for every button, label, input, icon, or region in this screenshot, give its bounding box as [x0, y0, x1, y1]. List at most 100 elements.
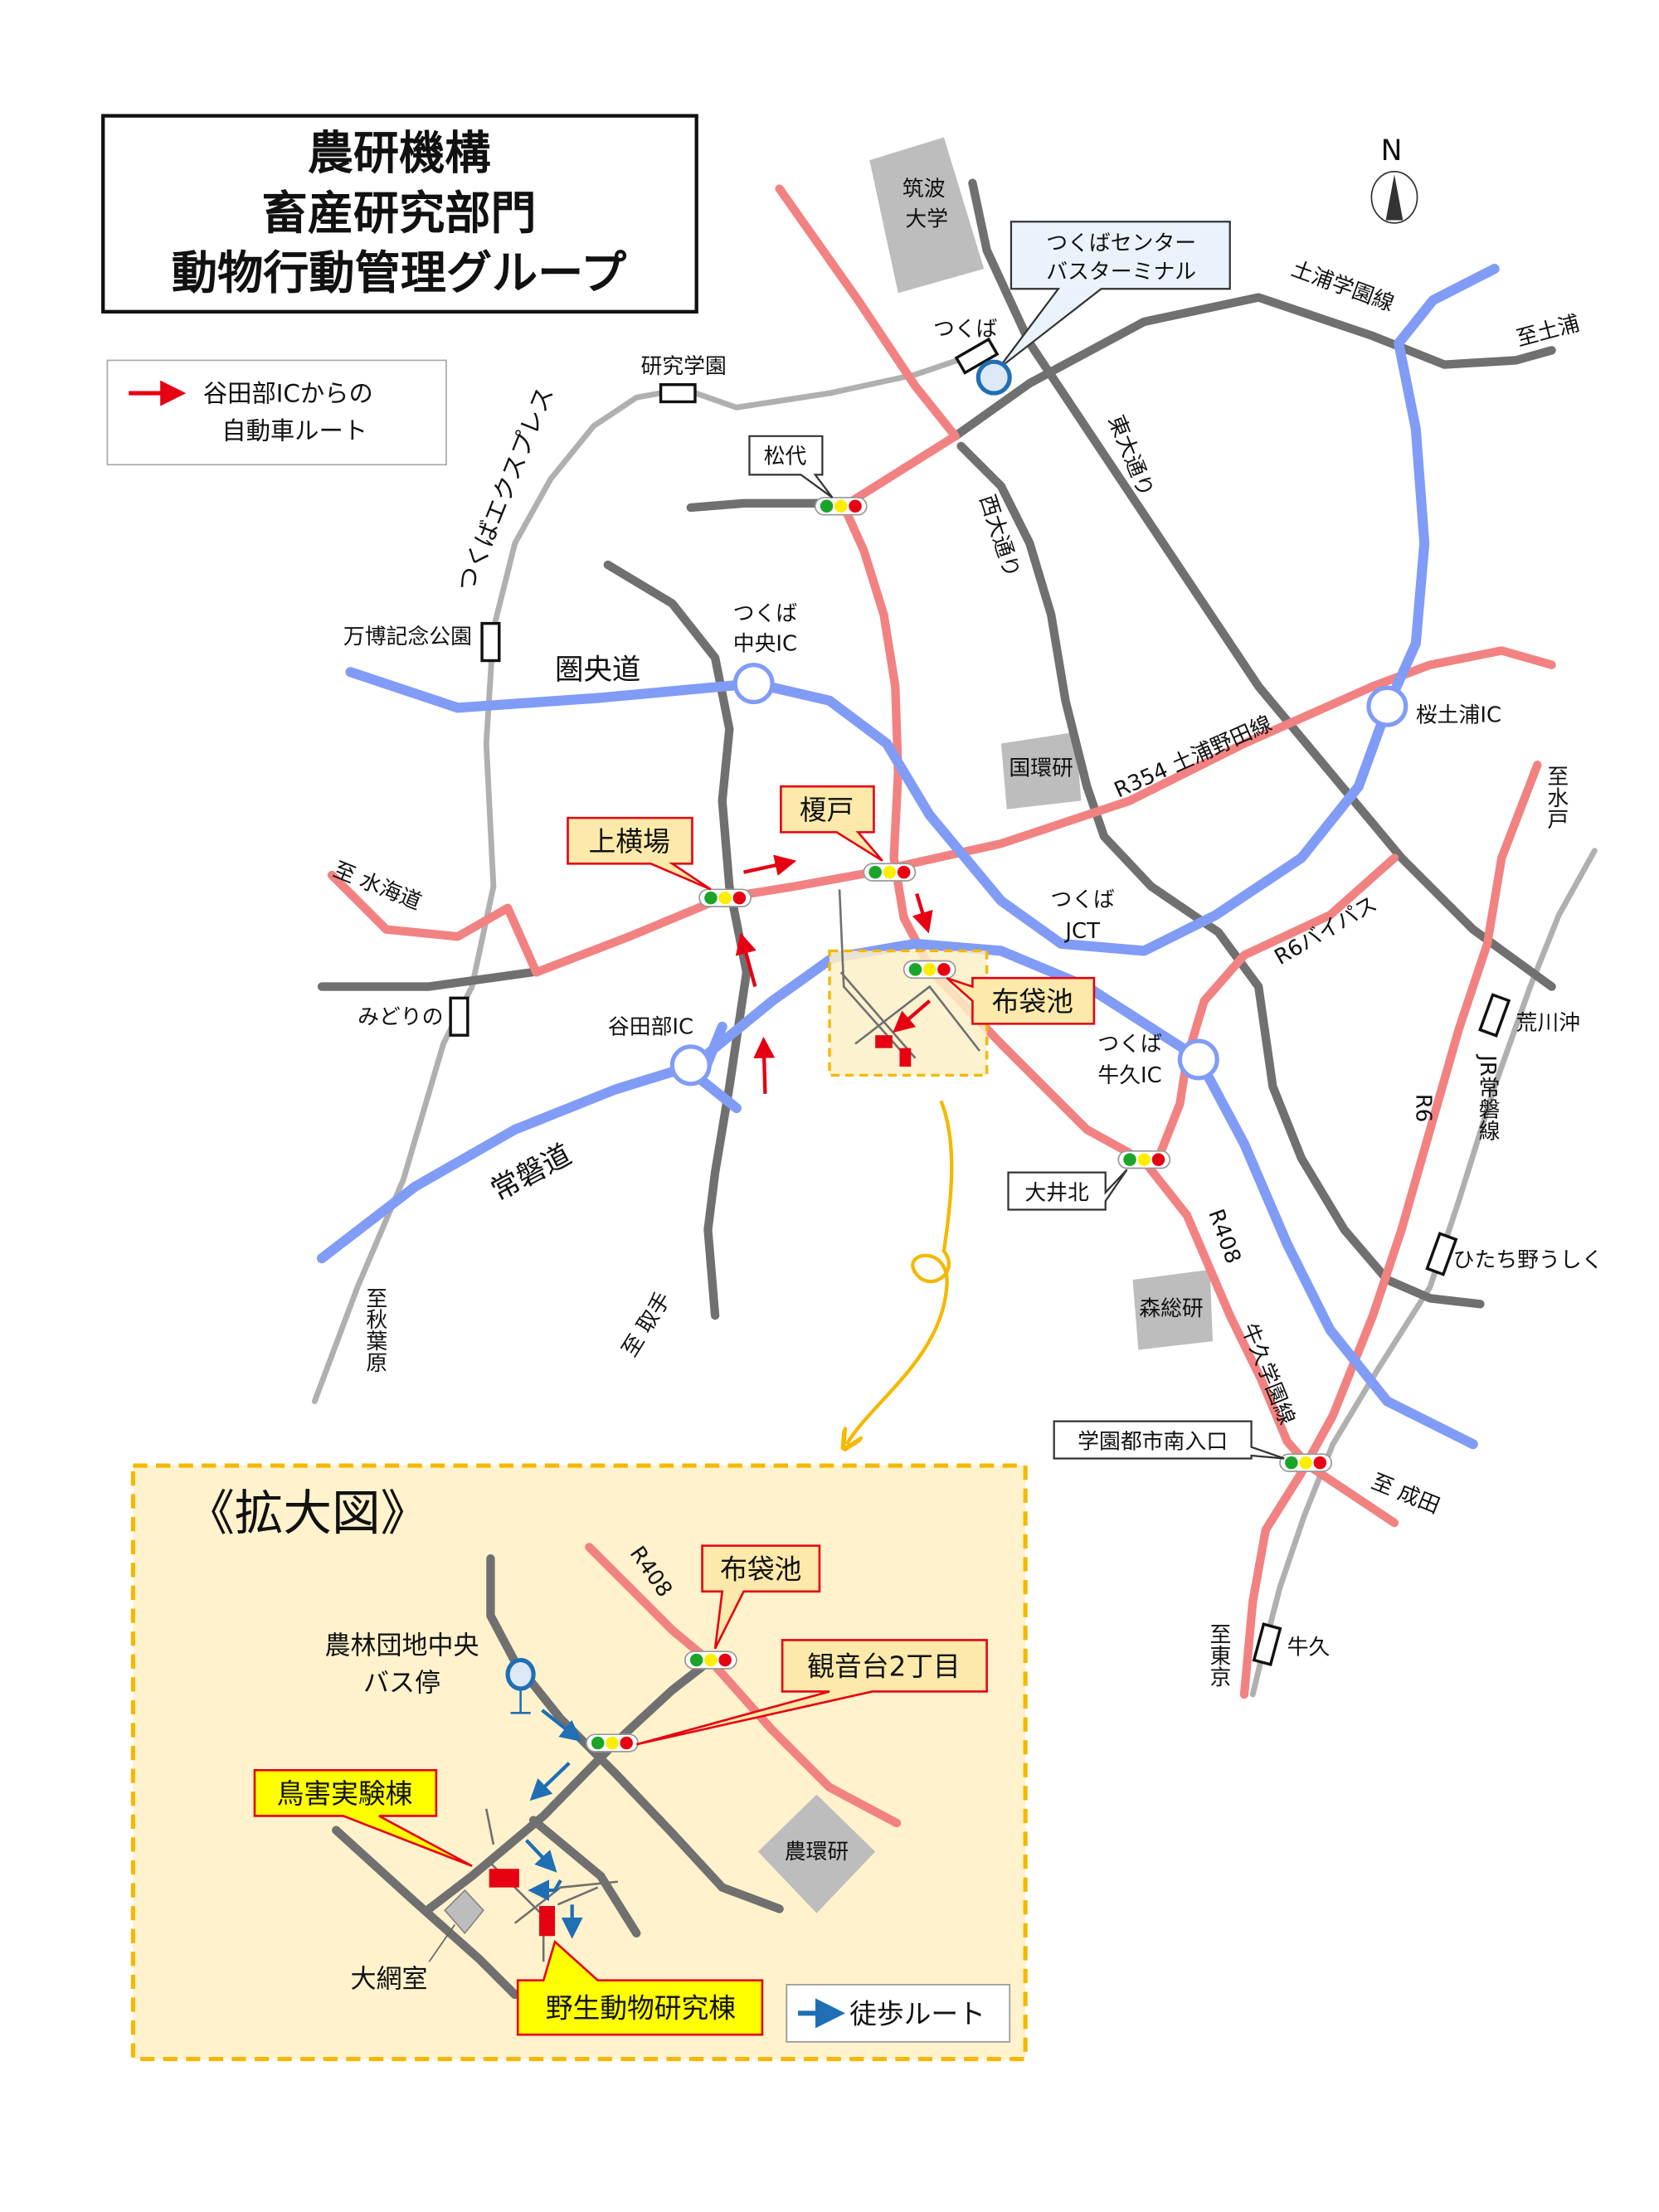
inset-callout-kannondai: 観音台2丁目 — [635, 1639, 988, 1746]
ic-sakura-label: 桜土浦IC — [1416, 703, 1501, 728]
dir-mito: 至水戸 — [1544, 765, 1569, 829]
route-arrow — [753, 1036, 776, 1094]
dir-toride: 至 取手 — [617, 1288, 676, 1362]
north-label: N — [1381, 134, 1403, 168]
kenodo-label: 圏央道 — [555, 654, 640, 687]
jct-label-2: JCT — [1063, 919, 1100, 944]
r6-bypass-road — [1156, 853, 1399, 1155]
r6-road — [1239, 761, 1542, 1699]
walk-legend-label: 徒歩ルート — [849, 1998, 985, 2030]
dir-mitsukaido: 至 水海道 — [329, 858, 425, 916]
station-kenkyu-gakuen: 研究学園 — [640, 354, 727, 404]
route-arrow — [735, 932, 757, 988]
ic-ushiku-label-1: つくば — [1097, 1032, 1162, 1057]
net-room-label: 大網室 — [350, 1964, 427, 1994]
callout-enokido-label: 榎戸 — [800, 795, 854, 826]
station-arakawaoki: 荒川沖 — [1478, 993, 1581, 1038]
signal-hoteiike — [902, 960, 956, 980]
station-tsukuba-label: つくば — [933, 317, 998, 342]
joban-expwy-label: 常磐道 — [485, 1138, 577, 1208]
signal-minami-iriguchi — [1279, 1453, 1332, 1472]
noukanken-block: 農環研 — [757, 1794, 876, 1913]
ic-chuo-label-2: 中央IC — [733, 631, 797, 656]
wildlife-lab-label: 野生動物研究棟 — [546, 1993, 736, 2025]
callout-oikita-label: 大井北 — [1024, 1180, 1089, 1205]
todai-label: 東大通り — [1103, 412, 1159, 501]
station-tsukuba: つくば — [933, 317, 1000, 375]
bus-stop-icon — [505, 1657, 536, 1691]
station-kenkyu-gakuen-label: 研究学園 — [640, 354, 726, 379]
inset-title: 《拡大図》 — [186, 1485, 429, 1542]
bus-terminal-icon — [975, 359, 1012, 396]
wildlife-lab-callout: 野生動物研究棟 — [516, 1939, 764, 2036]
station-midorino: みどりの — [358, 996, 469, 1037]
legend-line-2: 自動車ルート — [221, 416, 367, 445]
shinsoken-block: 森総研 — [1132, 1269, 1214, 1350]
ic-tsukuba-ushiku: つくば 牛久IC — [1097, 1032, 1219, 1088]
shinsoken-label: 森総研 — [1139, 1296, 1204, 1321]
station-ushiku: 牛久 — [1252, 1622, 1330, 1667]
signal-matsushiro — [814, 497, 868, 516]
title-line-3: 動物行動管理グループ — [172, 247, 627, 300]
station-hitachino-ushiku: ひたち野うしく — [1425, 1232, 1603, 1276]
tsukuba-university-label-2: 大学 — [905, 207, 948, 231]
inset-signal-hoteiike — [684, 1650, 737, 1670]
ic-sakura-tsuchiura: 桜土浦IC — [1366, 685, 1501, 728]
nishi-odori-road — [956, 441, 1485, 1309]
joban-expressway — [316, 938, 1478, 1450]
ic-ushiku-label-2: 牛久IC — [1097, 1063, 1161, 1088]
ic-chuo-label-1: つくば — [733, 601, 798, 626]
callout-minami-iriguchi-label: 学園都市南入口 — [1078, 1429, 1228, 1454]
callout-matsushiro-label: 松代 — [764, 445, 807, 469]
walk-arrow — [529, 1762, 571, 1801]
bus-terminal-label-1: つくばセンター — [1046, 231, 1196, 256]
station-midorino-label: みどりの — [358, 1004, 443, 1029]
callout-kamiyokoba: 上横場 — [567, 816, 712, 891]
wildlife-lab-building — [539, 1906, 555, 1937]
walk-legend: 徒歩ルート — [786, 1984, 1011, 2043]
bus-stop: 農林団地中央 バス停 — [324, 1631, 536, 1714]
title-box: 農研機構 畜産研究部門 動物行動管理グループ — [101, 114, 698, 314]
inset-map: 《拡大図》 R408 農環研 大網室 布袋池 観音台2丁目 鳥害実験棟 野生動物… — [130, 1463, 1028, 2062]
title-line-1: 農研機構 — [308, 127, 491, 180]
tsukuba-express-line — [311, 347, 990, 1404]
bus-stop-label-1: 農林団地中央 — [324, 1631, 479, 1661]
lab-building-marker-2 — [899, 1048, 912, 1067]
lab-building-marker — [875, 1035, 893, 1048]
r408-road-north — [775, 184, 1399, 1528]
r6-label: R6 — [1410, 1094, 1435, 1122]
ushiku-gakuen-label: 牛久学園線 — [1236, 1320, 1299, 1428]
kokanken-label: 国環研 — [1009, 756, 1073, 780]
route-arrow — [893, 999, 932, 1033]
ic-yatabe: 谷田部IC — [608, 1014, 712, 1087]
callout-oikita: 大井北 — [1007, 1169, 1128, 1211]
ic-yatabe-label: 谷田部IC — [608, 1014, 693, 1039]
station-arakawaoki-label: 荒川沖 — [1516, 1010, 1581, 1035]
r354-label: R354 土浦野田線 — [1111, 712, 1276, 804]
nishi-label: 西大通り — [974, 492, 1024, 581]
callout-hoteiike: 布袋池 — [946, 976, 1096, 1025]
callout-minami-iriguchi: 学園都市南入口 — [1053, 1420, 1285, 1460]
north-compass: N — [1370, 134, 1418, 224]
inset-signal-kannondai — [586, 1733, 639, 1753]
walk-arrow — [528, 1879, 562, 1902]
bus-stop-label-2: バス停 — [363, 1668, 440, 1698]
title-line-2: 畜産研究部門 — [262, 187, 537, 241]
jr-label: JR常磐線 — [1475, 1053, 1500, 1140]
net-room-block — [444, 1889, 484, 1935]
noukanken-label: 農環研 — [785, 1840, 849, 1864]
matsushiro-road — [686, 498, 827, 513]
toride-road — [603, 560, 752, 1320]
callout-matsushiro: 松代 — [748, 435, 834, 498]
route-legend: 谷田部ICからの 自動車ルート — [106, 359, 447, 466]
tsukuba-university-block: 筑波 大学 — [869, 137, 985, 294]
signal-enokido — [863, 863, 917, 882]
inset-hoteiike-label: 布袋池 — [720, 1553, 801, 1585]
station-banpaku-label: 万博記念公園 — [343, 625, 472, 649]
bus-terminal: つくばセンター バスターミナル — [975, 221, 1231, 396]
route-arrow — [912, 892, 933, 934]
ic-tsukuba-chuo: つくば 中央IC — [732, 601, 798, 705]
todai-dori-road — [968, 178, 1556, 991]
walk-arrow — [524, 1839, 557, 1873]
